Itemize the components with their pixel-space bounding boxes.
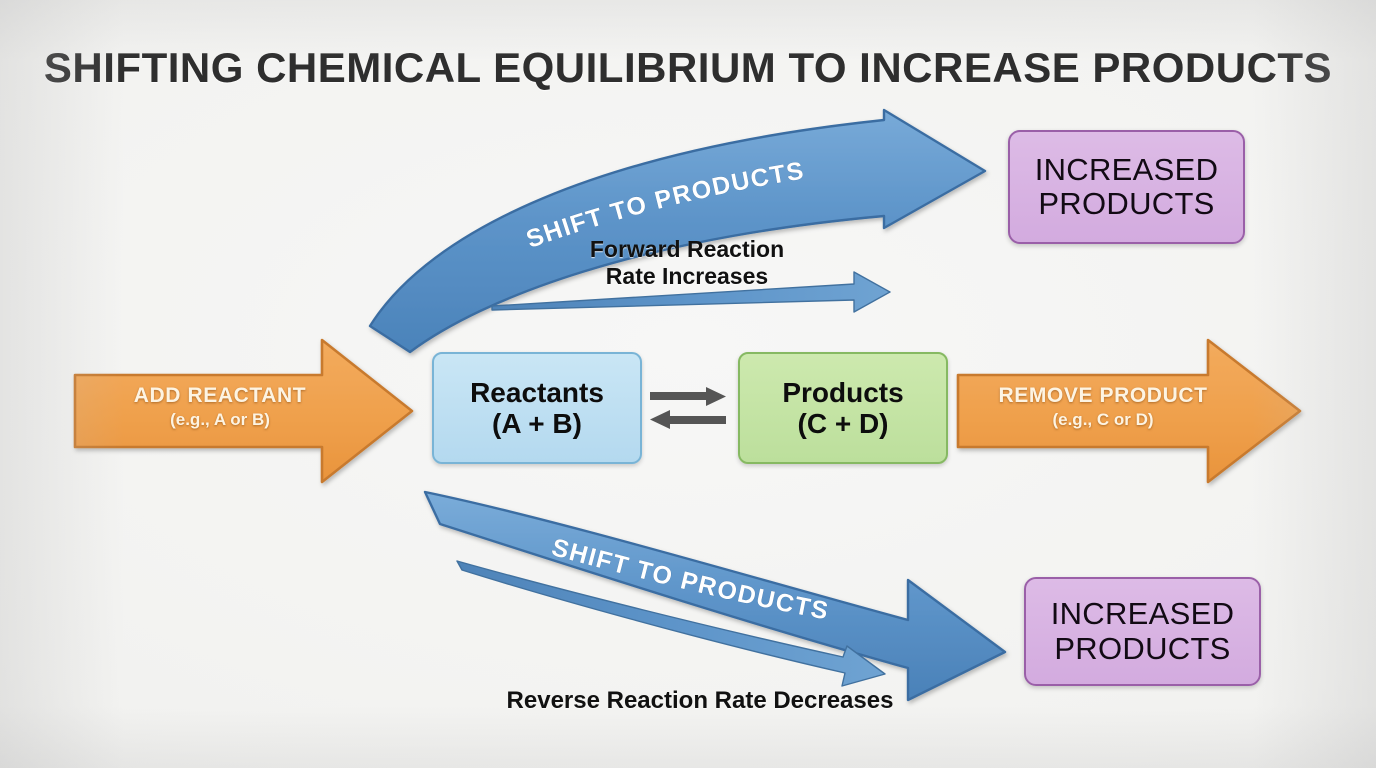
increased-products-box-top[interactable]: INCREASED PRODUCTS bbox=[1008, 130, 1245, 244]
increased-top-line1: INCREASED bbox=[1034, 151, 1219, 187]
reactants-box[interactable]: Reactants (A + B) bbox=[432, 352, 642, 464]
equilibrium-double-arrow-icon bbox=[650, 387, 726, 429]
products-label: Products bbox=[782, 376, 904, 408]
page-title: SHIFTING CHEMICAL EQUILIBRIUM TO INCREAS… bbox=[43, 44, 1333, 91]
shift-to-products-arrow-top[interactable] bbox=[368, 108, 987, 354]
add-reactant-arrow[interactable] bbox=[73, 338, 414, 484]
products-box[interactable]: Products (C + D) bbox=[738, 352, 948, 464]
reactants-formula: (A + B) bbox=[492, 408, 582, 439]
forward-rate-arrow bbox=[491, 271, 891, 313]
increased-bottom-line1: INCREASED bbox=[1050, 596, 1235, 632]
bottom-curved-arrow-label: SHIFT TO PRODUCTS bbox=[549, 533, 832, 625]
reverse-rate-arrow bbox=[456, 560, 886, 687]
reactants-label: Reactants bbox=[470, 376, 604, 408]
increased-products-box-bottom[interactable]: INCREASED PRODUCTS bbox=[1024, 577, 1261, 686]
shift-to-products-arrow-bottom[interactable] bbox=[423, 490, 1007, 702]
increased-top-line2: PRODUCTS bbox=[1038, 186, 1215, 221]
increased-bottom-line2: PRODUCTS bbox=[1054, 630, 1231, 666]
remove-product-arrow[interactable] bbox=[956, 338, 1302, 484]
products-formula: (C + D) bbox=[797, 408, 889, 439]
